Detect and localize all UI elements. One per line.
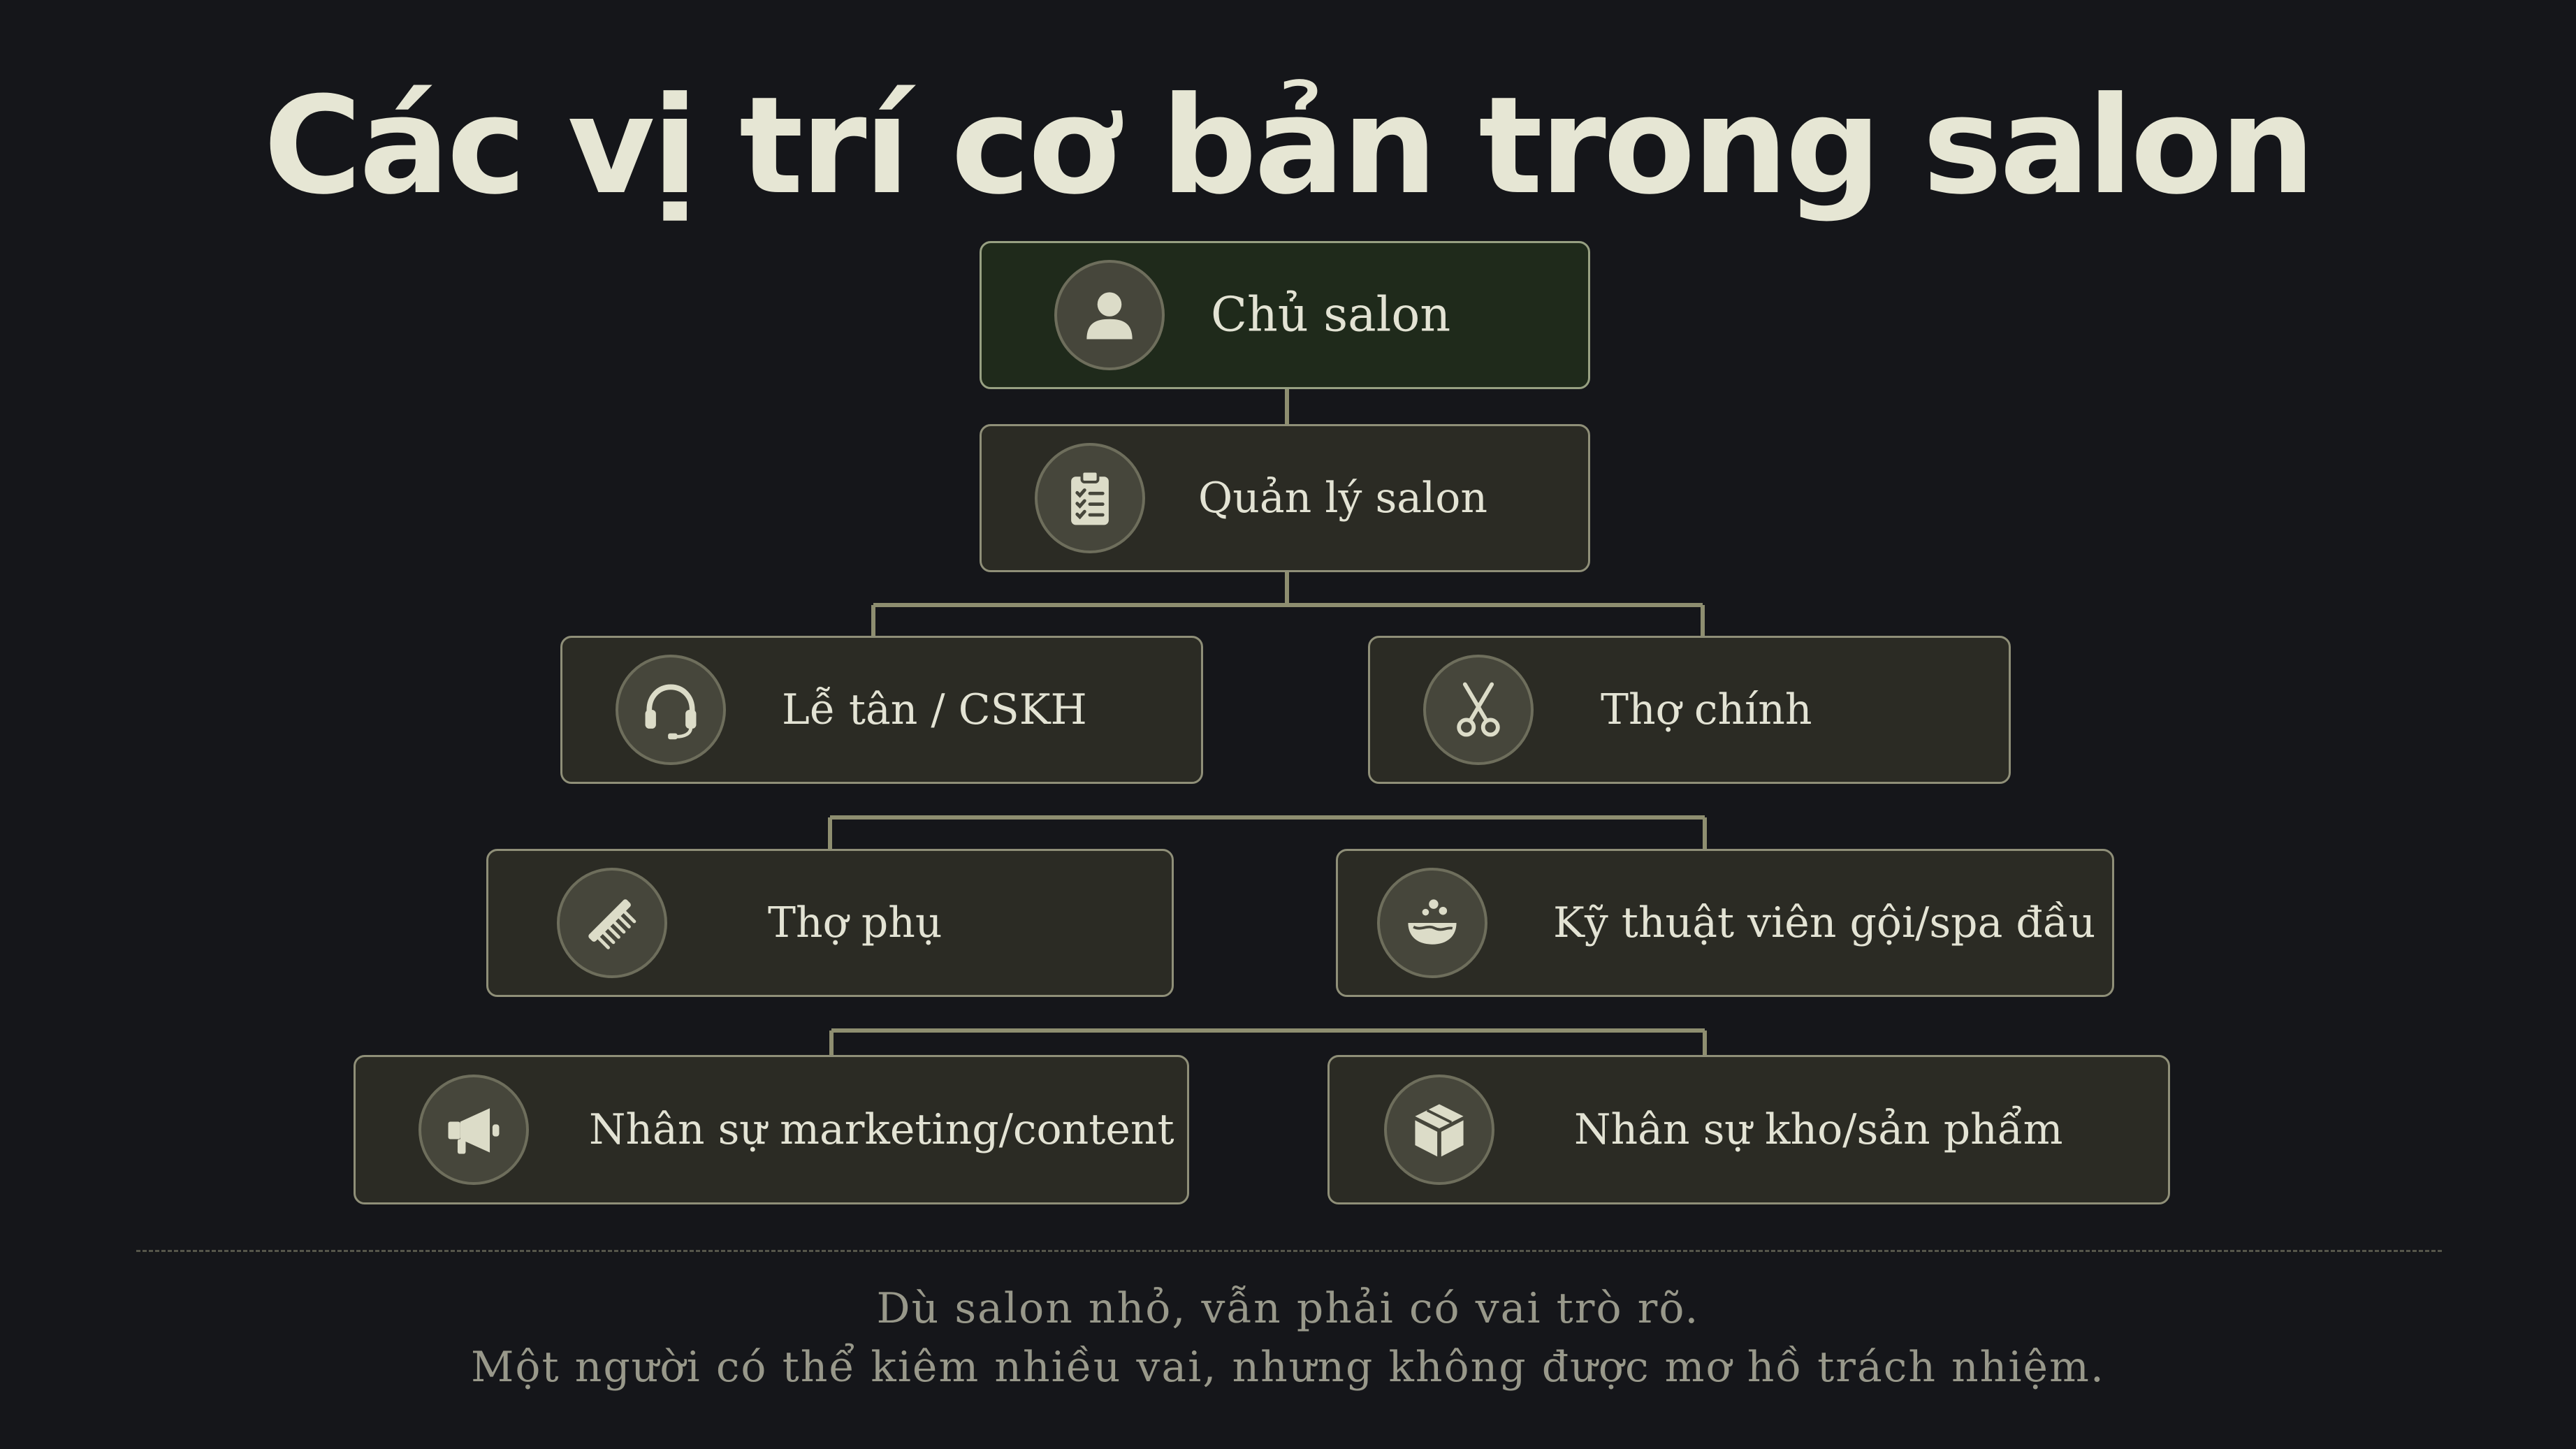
node-manager-label: Quản lý salon (1198, 474, 1487, 523)
node-spa-tech: Kỹ thuật viên gội/spa đầu (1336, 849, 2114, 997)
divider (136, 1250, 2442, 1252)
node-owner-label: Chủ salon (1211, 287, 1451, 343)
node-main-stylist-label: Thợ chính (1601, 685, 1812, 734)
comb-icon (557, 868, 667, 978)
node-assistant: Thợ phụ (486, 849, 1174, 997)
node-reception-label: Lễ tân / CSKH (782, 685, 1087, 734)
node-marketing-label: Nhân sự marketing/content (589, 1105, 1174, 1154)
box-icon (1384, 1075, 1494, 1185)
wash-bowl-icon (1377, 868, 1487, 978)
scissors-icon (1423, 655, 1534, 765)
node-warehouse-label: Nhân sự kho/sản phẩm (1574, 1105, 2063, 1154)
node-manager: Quản lý salon (980, 424, 1590, 572)
headset-icon (616, 655, 726, 765)
node-reception: Lễ tân / CSKH (560, 636, 1203, 784)
node-marketing: Nhân sự marketing/content (354, 1055, 1189, 1204)
footer-line-2: Một người có thể kiêm nhiều vai, nhưng k… (471, 1343, 2105, 1392)
footer-line-1: Dù salon nhỏ, vẫn phải có vai trò rõ. (876, 1284, 1700, 1333)
node-owner: Chủ salon (980, 241, 1590, 389)
megaphone-icon (419, 1075, 529, 1185)
node-spa-tech-label: Kỹ thuật viên gội/spa đầu (1553, 898, 2096, 947)
node-warehouse: Nhân sự kho/sản phẩm (1327, 1055, 2170, 1204)
node-assistant-label: Thợ phụ (768, 898, 943, 947)
person-icon (1054, 260, 1165, 370)
node-main-stylist: Thợ chính (1368, 636, 2011, 784)
clipboard-icon (1035, 443, 1145, 553)
page-title: Các vị trí cơ bản trong salon (263, 68, 2315, 224)
